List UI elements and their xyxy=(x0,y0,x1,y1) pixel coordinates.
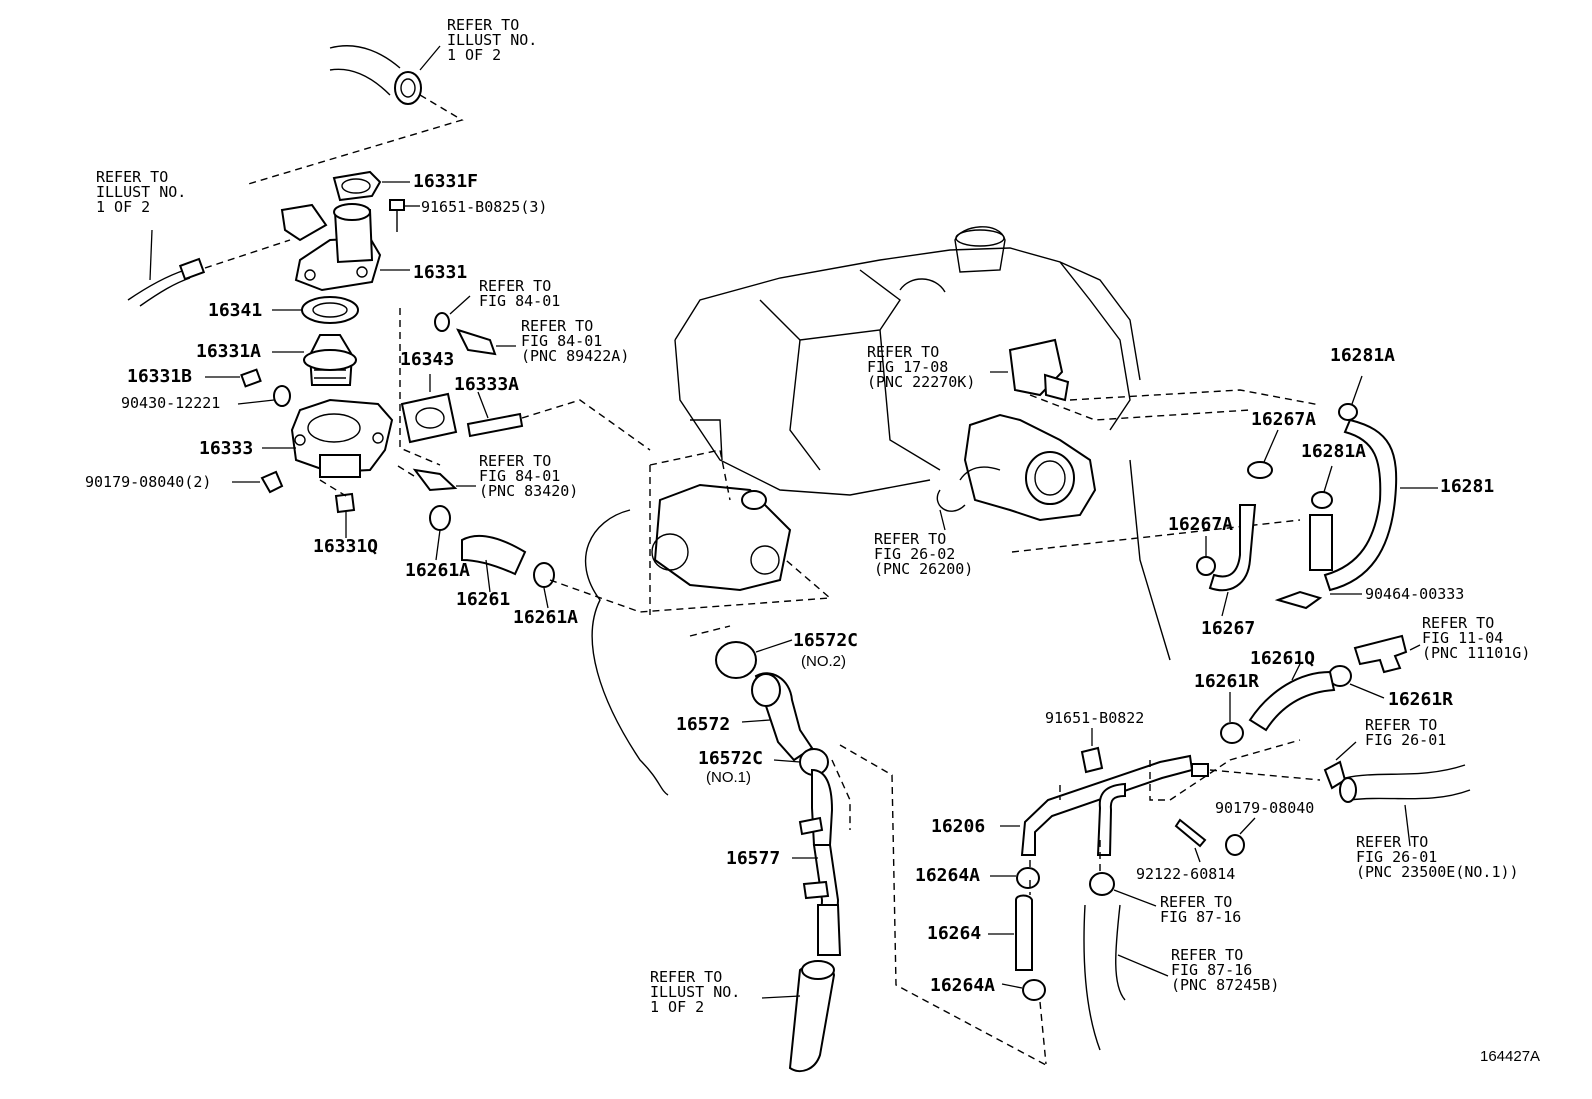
label-16261A-1: 16261A xyxy=(405,560,471,581)
bypass-pipe-16206 xyxy=(1000,728,1321,870)
label-90430-12221: 90430-12221 xyxy=(121,394,221,412)
illustration-code: 164427A xyxy=(1480,1048,1541,1065)
label-ref-fig84-c: REFER TO FIG 84-01 (PNC 83420) xyxy=(479,452,579,500)
label-16343: 16343 xyxy=(400,349,455,370)
label-16572C-2: 16572C xyxy=(698,748,764,769)
label-16264A-2: 16264A xyxy=(930,975,996,996)
label-16331F: 16331F xyxy=(413,171,479,192)
top-ref-hose xyxy=(244,45,464,186)
lower-hoses xyxy=(689,625,1047,1073)
throttle-body xyxy=(936,338,1321,553)
label-16331B: 16331B xyxy=(127,366,193,387)
label-16333: 16333 xyxy=(199,438,254,459)
label-ref-bottom: REFER TO ILLUST NO. 1 OF 2 xyxy=(650,968,741,1016)
pipe-tee xyxy=(1220,634,1421,744)
label-ref-left: REFER TO ILLUST NO. 1 OF 2 xyxy=(96,168,187,216)
label-16267A-2: 16267A xyxy=(1168,514,1234,535)
sensors xyxy=(397,295,516,492)
label-ref-fig84-b: REFER TO FIG 84-01 (PNC 89422A) xyxy=(521,317,630,365)
water-outlet-assembly xyxy=(280,170,420,292)
label-16264: 16264 xyxy=(927,923,982,944)
label-16261R-2: 16261R xyxy=(1388,689,1454,710)
label-ref-top: REFER TO ILLUST NO. 1 OF 2 xyxy=(447,16,538,64)
label-16331: 16331 xyxy=(413,262,468,283)
label-16333A: 16333A xyxy=(454,374,520,395)
hose-16261 xyxy=(429,505,832,613)
label-ref-fig87-a: REFER TO FIG 87-16 xyxy=(1160,893,1242,926)
engine-outline xyxy=(584,226,1171,796)
label-91651-B0825: 91651-B0825(3) xyxy=(421,198,548,216)
label-ref-fig87-b: REFER TO FIG 87-16 (PNC 87245B) xyxy=(1171,946,1280,994)
ref-hose-right xyxy=(1323,741,1471,847)
label-92122-60814: 92122-60814 xyxy=(1136,865,1236,883)
hose-16264 xyxy=(988,840,1169,1065)
label-16267A-1: 16267A xyxy=(1251,409,1317,430)
label-16281A-2: 16281A xyxy=(1301,441,1367,462)
label-16572C-1: 16572C xyxy=(793,630,859,651)
label-16267: 16267 xyxy=(1201,618,1256,639)
label-16261: 16261 xyxy=(456,589,511,610)
label-16206: 16206 xyxy=(931,816,986,837)
label-90179-08040: 90179-08040 xyxy=(1215,799,1315,817)
label-ref-fig11: REFER TO FIG 11-04 (PNC 11101G) xyxy=(1422,614,1531,662)
label-no2: (NO.2) xyxy=(801,653,846,670)
label-90179-08040-2: 90179-08040(2) xyxy=(85,473,212,491)
left-ref-hose xyxy=(127,229,291,307)
label-16331Q: 16331Q xyxy=(313,536,379,557)
label-16281: 16281 xyxy=(1440,476,1495,497)
label-16577: 16577 xyxy=(726,848,781,869)
label-ref-fig26-01-a: REFER TO FIG 26-01 xyxy=(1365,716,1447,749)
label-no1: (NO.1) xyxy=(706,769,751,786)
label-16261Q: 16261Q xyxy=(1250,648,1316,669)
label-ref-fig26-02: REFER TO FIG 26-02 (PNC 26200) xyxy=(874,530,974,578)
label-91651-B0822: 91651-B0822 xyxy=(1045,709,1145,727)
label-16281A-1: 16281A xyxy=(1330,345,1396,366)
label-ref-fig17: REFER TO FIG 17-08 (PNC 22270K) xyxy=(867,343,976,391)
label-16264A-1: 16264A xyxy=(915,865,981,886)
gasket-16341 xyxy=(272,296,359,324)
label-16261R-1: 16261R xyxy=(1194,671,1260,692)
label-16331A: 16331A xyxy=(196,341,262,362)
label-ref-fig26-01-b: REFER TO FIG 26-01 (PNC 23500E(NO.1)) xyxy=(1356,833,1519,881)
bypass-hoses xyxy=(1196,375,1438,617)
label-90464-00333: 90464-00333 xyxy=(1365,585,1465,603)
gasket-and-stud xyxy=(399,308,651,466)
label-16261A-2: 16261A xyxy=(513,607,579,628)
plug-and-washer xyxy=(205,368,291,407)
label-ref-fig84-a: REFER TO FIG 84-01 xyxy=(479,277,561,310)
housing-16333 xyxy=(232,398,394,538)
label-16572: 16572 xyxy=(676,714,731,735)
label-16341: 16341 xyxy=(208,300,263,321)
thermostat-16331A xyxy=(272,334,357,386)
